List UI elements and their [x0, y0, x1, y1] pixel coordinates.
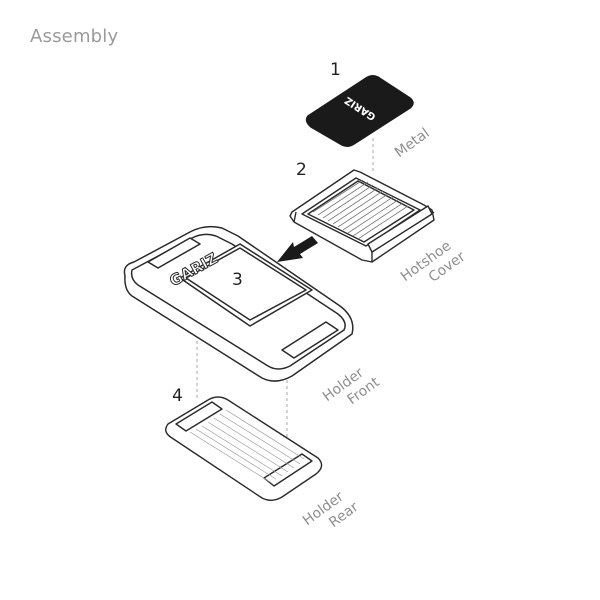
alignment-guides: [196, 138, 374, 440]
part-number-2: 2: [296, 160, 307, 180]
holder-front: GARIZ: [123, 225, 354, 382]
hotshoe-cover: [289, 169, 435, 263]
diagram-title: Assembly: [30, 26, 119, 47]
part-number-4: 4: [172, 386, 183, 406]
metal-plate: GARIZ: [305, 74, 414, 148]
part-number-1: 1: [330, 60, 341, 80]
part-number-3: 3: [232, 270, 243, 290]
holder-rear: [165, 396, 323, 501]
insert-arrow: [277, 236, 318, 262]
